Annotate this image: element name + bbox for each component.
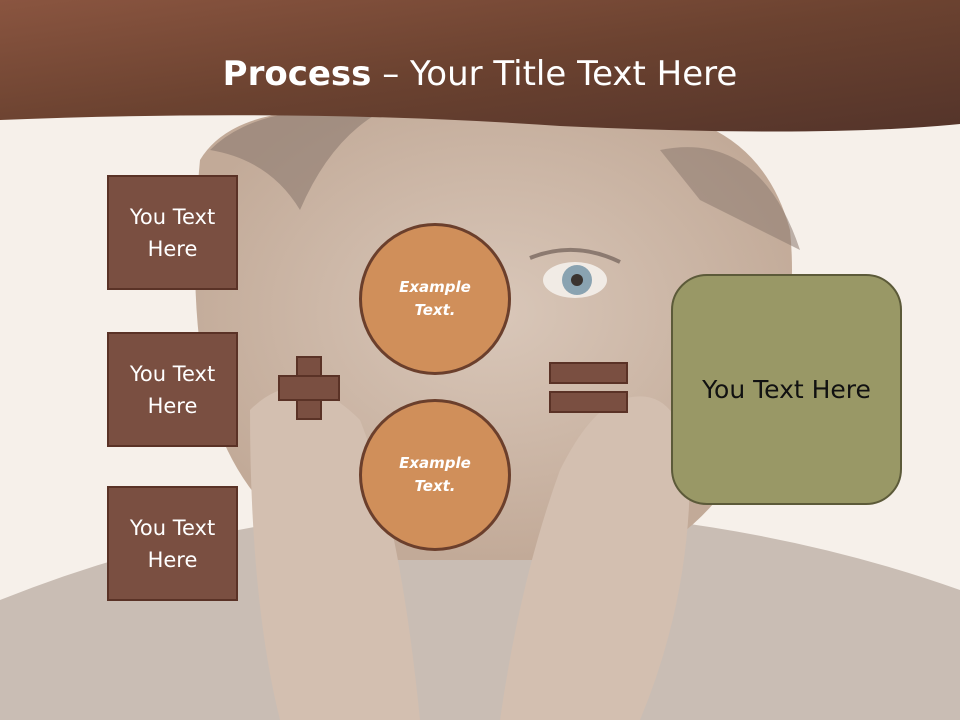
title-bold: Process xyxy=(222,54,372,94)
title-rest: Your Title Text Here xyxy=(410,54,738,94)
input-box-1[interactable]: You Text Here xyxy=(107,175,238,290)
right-hand-silhouette xyxy=(500,396,690,720)
input-box-3-label: You Text Here xyxy=(129,515,216,572)
input-box-2[interactable]: You Text Here xyxy=(107,332,238,447)
circle-1[interactable]: Example Text. xyxy=(359,223,511,375)
input-box-2-label: You Text Here xyxy=(129,361,216,418)
left-hand-silhouette xyxy=(250,387,420,720)
hair-silhouette xyxy=(210,109,380,210)
title-separator: – xyxy=(371,54,411,94)
circle-2-label: Example Text. xyxy=(399,454,471,495)
equals-icon xyxy=(549,391,628,413)
slide-title: Process – Your Title Text Here xyxy=(0,50,960,98)
input-box-3[interactable]: You Text Here xyxy=(107,486,238,601)
header-band xyxy=(0,0,960,132)
eyelid-line xyxy=(529,248,621,264)
hair-silhouette-right xyxy=(660,147,800,250)
shoulders-silhouette xyxy=(0,520,960,720)
circle-2[interactable]: Example Text. xyxy=(359,399,511,551)
result-box[interactable]: You Text Here xyxy=(671,274,902,505)
equals-icon-top xyxy=(549,362,628,384)
plus-icon-center xyxy=(298,377,320,399)
input-box-1-label: You Text Here xyxy=(129,204,216,261)
eye-pupil xyxy=(571,274,583,286)
circle-1-label: Example Text. xyxy=(399,278,471,319)
result-box-label: You Text Here xyxy=(702,374,871,404)
